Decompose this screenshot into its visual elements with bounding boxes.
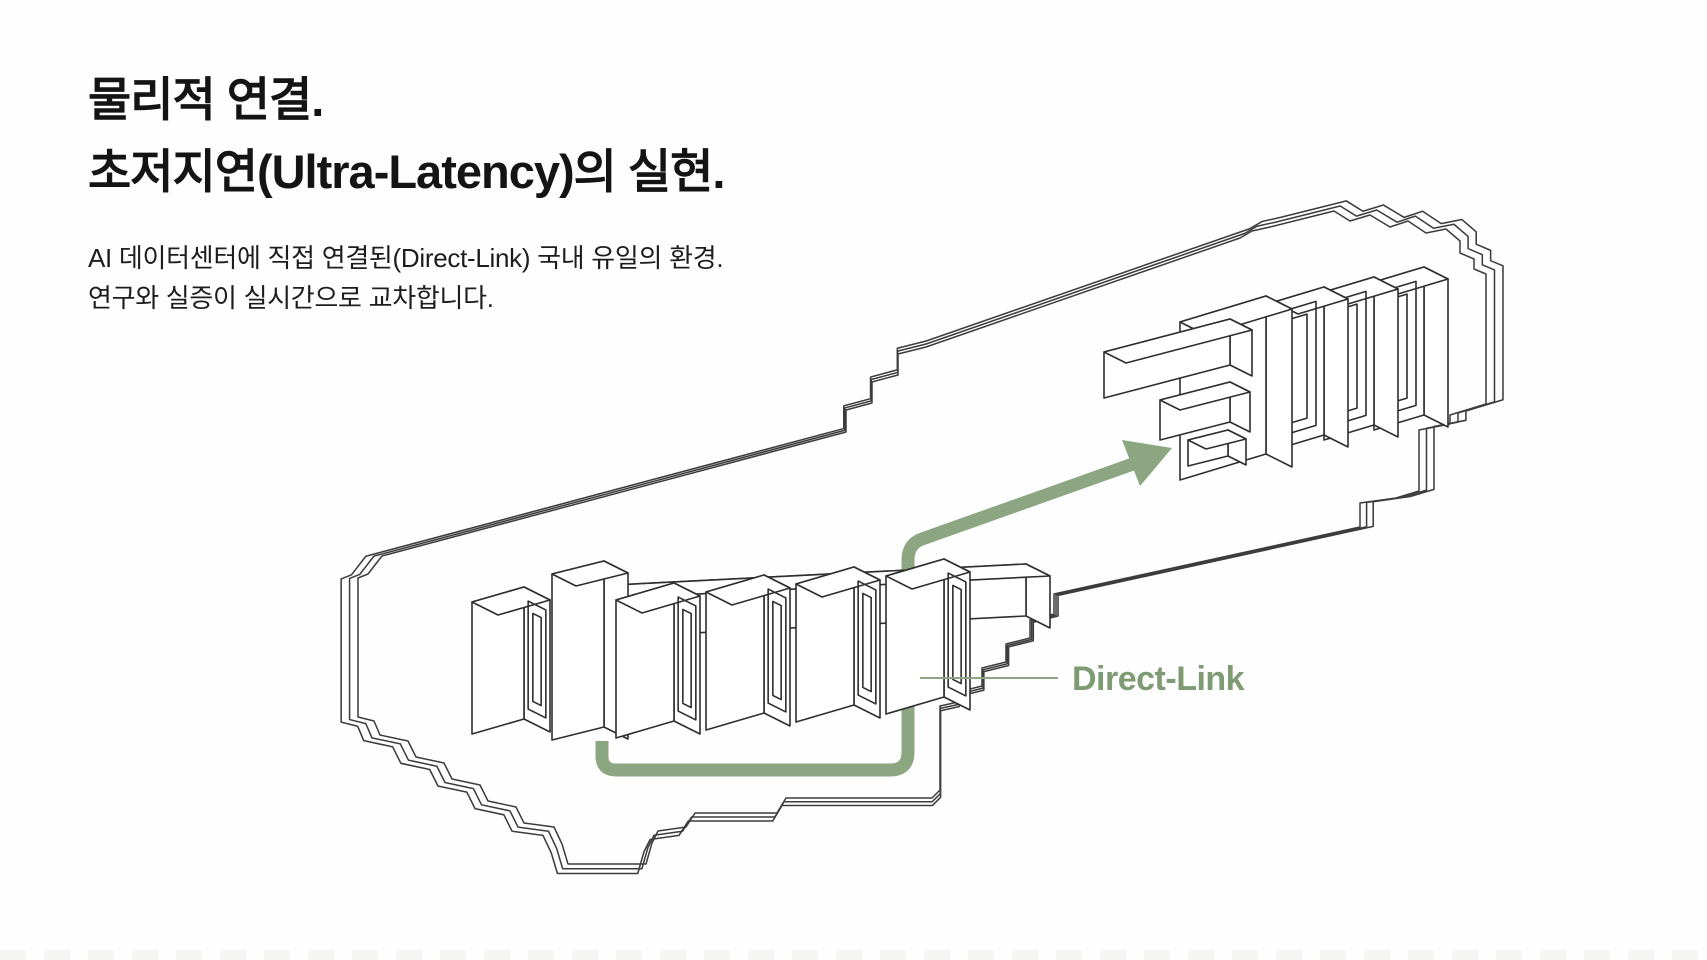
rack-face [772, 600, 782, 701]
arrowhead-icon [1122, 440, 1172, 486]
rack-face [885, 558, 971, 590]
rack-face [1159, 381, 1251, 411]
direct-link-label: Direct-Link [1072, 660, 1245, 698]
rack-face [857, 580, 877, 705]
rack-face [682, 608, 692, 709]
direct-link-arrow-path [595, 457, 1136, 777]
rack-face [615, 582, 701, 614]
direct-link-arrow [595, 440, 1172, 777]
rack-face [1323, 286, 1349, 448]
page-description-line-1: AI 데이터센터에 직접 연결된(Direct-Link) 국내 유일의 환경. [88, 243, 724, 273]
rack-face [705, 574, 791, 606]
rack-face [947, 572, 967, 697]
rack-face [1103, 318, 1253, 364]
rack-face [862, 592, 872, 693]
rack-face [527, 600, 547, 719]
rack-face [1187, 429, 1247, 450]
rack-face [952, 584, 962, 685]
page-description-line-2: 연구와 실증이 실시간으로 교차합니다. [88, 283, 494, 313]
rack-face [795, 566, 881, 598]
rack-face [1423, 266, 1449, 428]
page-title-line-1: 물리적 연결. [88, 73, 324, 126]
rack-face [551, 560, 629, 587]
rack-face [551, 560, 605, 741]
page-title-line-2: 초저지연(Ultra-Latency)의 실현. [88, 145, 725, 198]
rack-face [677, 596, 697, 721]
page-title: 물리적 연결. 초저지연(Ultra-Latency)의 실현. [88, 64, 725, 208]
rack-face [1265, 295, 1293, 468]
rack-face [471, 586, 551, 616]
datacenter-rack-cluster-lower [471, 558, 1051, 741]
rack-face [1373, 276, 1399, 438]
page-description: AI 데이터센터에 직접 연결된(Direct-Link) 국내 유일의 환경.… [88, 238, 724, 318]
rack-face [767, 588, 787, 713]
research-rack-cluster-upper [1103, 266, 1449, 481]
bottom-edge-artifact [0, 950, 1707, 960]
rack-face [532, 612, 542, 707]
